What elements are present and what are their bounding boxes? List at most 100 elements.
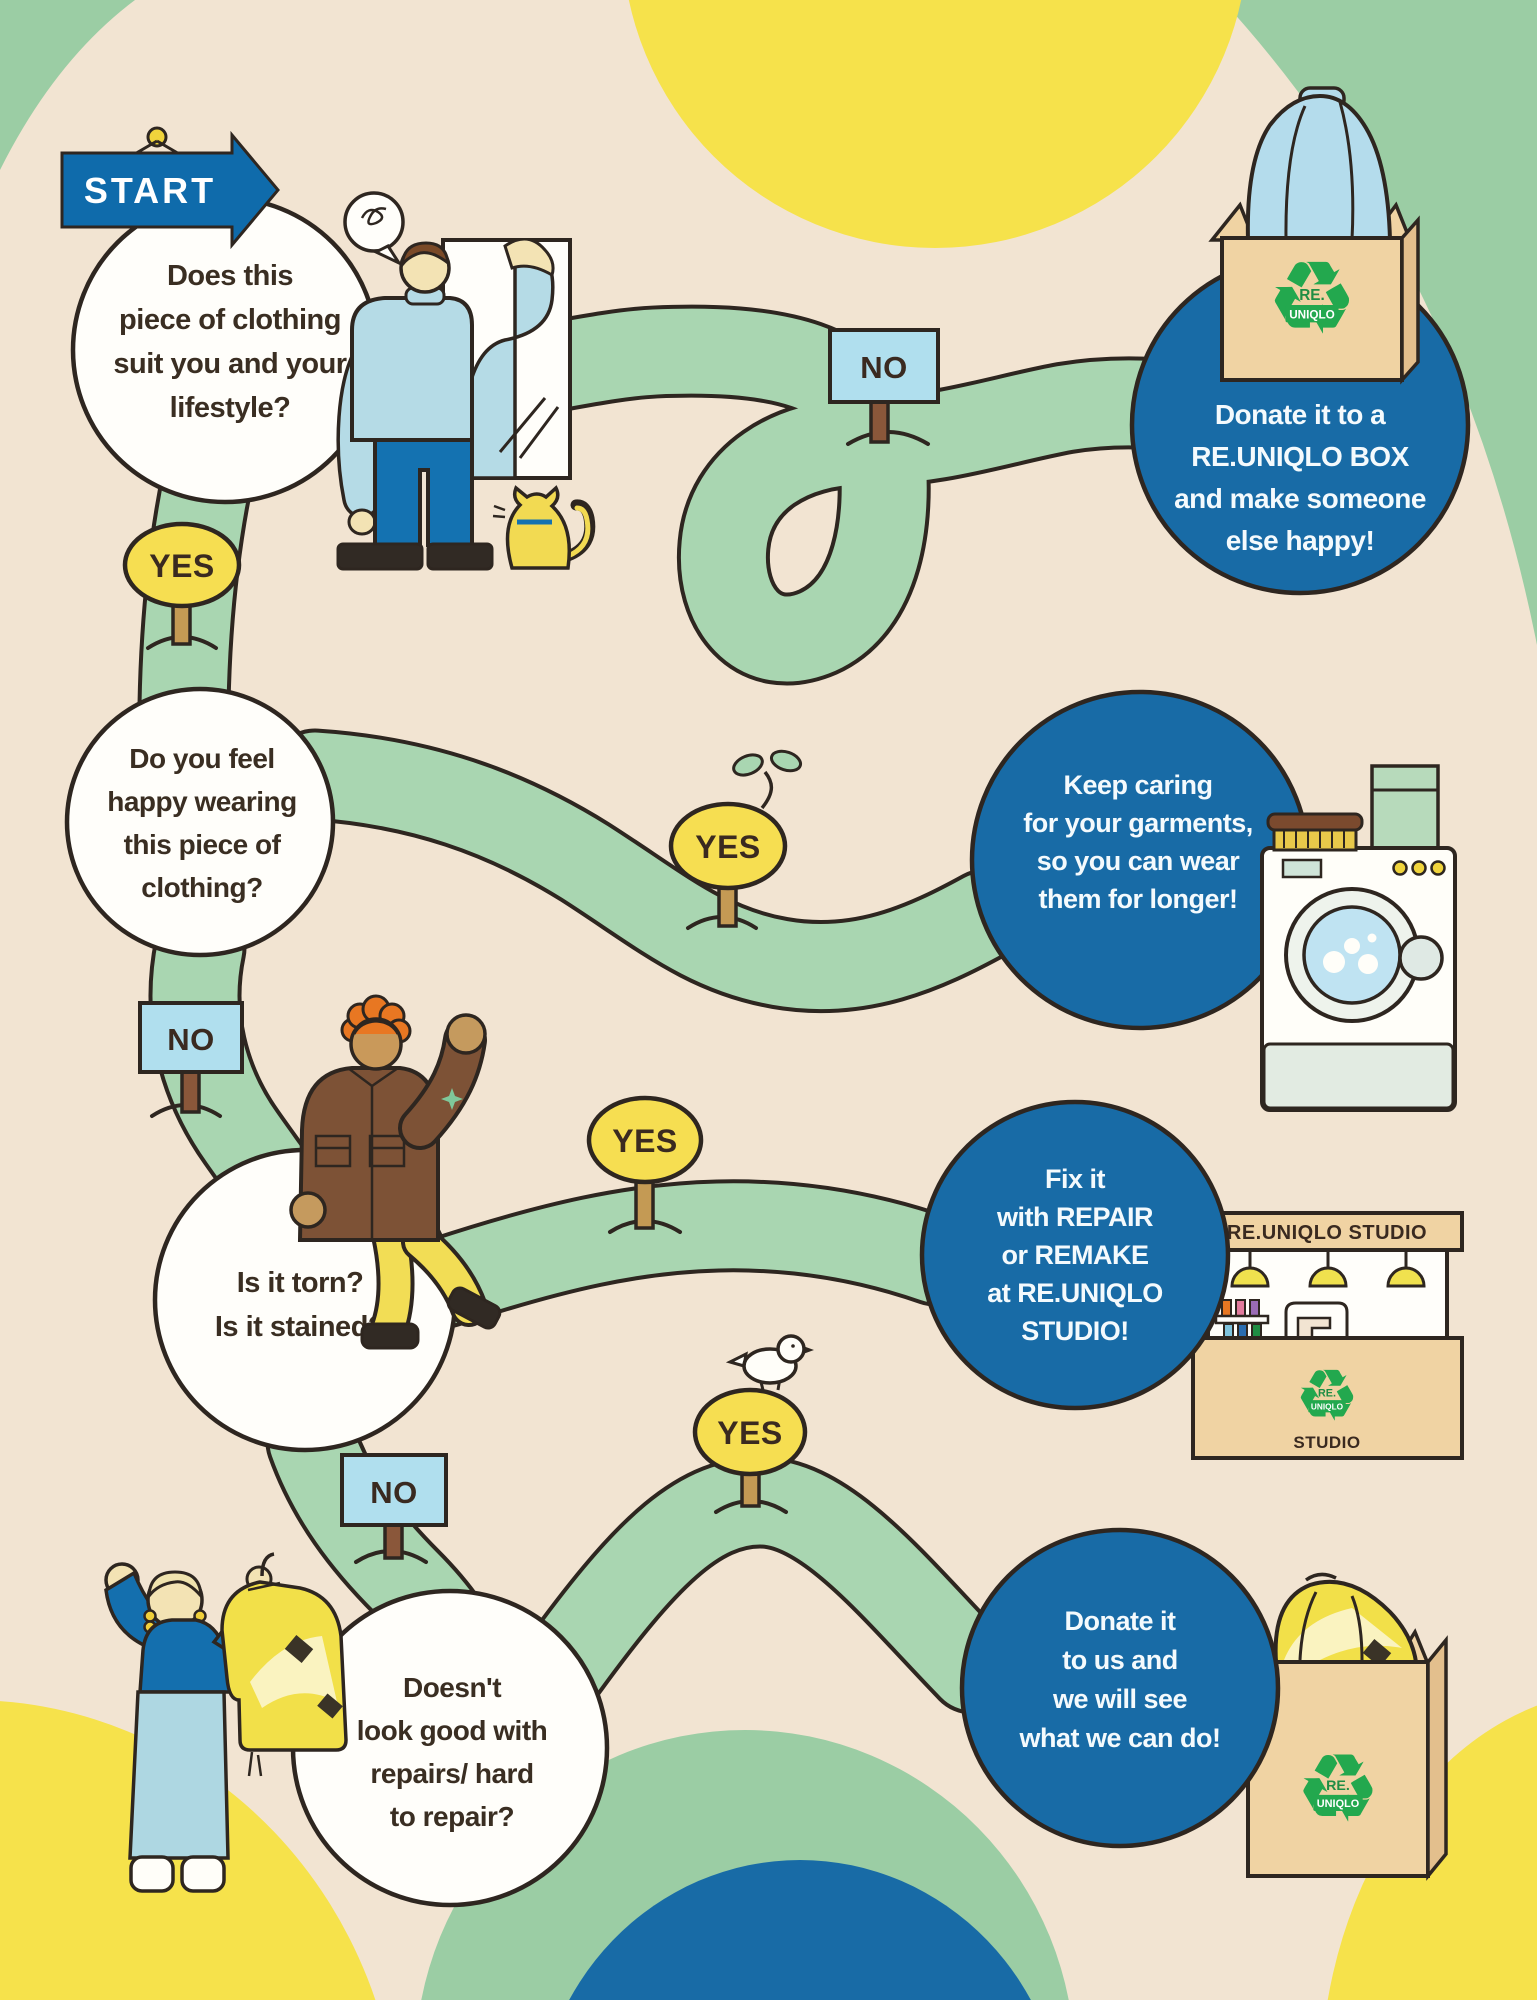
fix-it-line: with REPAIR: [996, 1202, 1153, 1232]
q1-line: lifestyle?: [170, 392, 291, 424]
no-sign-1-label: NO: [860, 350, 908, 385]
person3-hand: [289, 1191, 327, 1229]
no-sign-4: NO: [340, 1453, 448, 1560]
lamp-icon: [1308, 1266, 1348, 1288]
fix-it-line: STUDIO!: [1021, 1316, 1129, 1346]
studio-sign-label: RE.UNIQLO STUDIO: [1227, 1222, 1427, 1244]
mirror-glare: [498, 397, 560, 459]
bag-side: [1426, 1635, 1448, 1881]
washer-base: [1262, 1042, 1455, 1110]
re-uniqlo-studio-stall: RE.UNIQLO STUDIO STUDIO: [1190, 1211, 1464, 1460]
no-sign-4-label: NO: [370, 1475, 418, 1510]
question-2-circle: Do you feel happy wearing this piece of …: [64, 686, 336, 958]
sprout-leaf-icon: [769, 749, 803, 773]
jacket-patch: [284, 1635, 314, 1663]
path-q2-yes: [272, 732, 1028, 1010]
path-q1-no: [202, 292, 1313, 682]
yes-sign-1-label: YES: [149, 548, 215, 584]
start-arrow-icon: [60, 130, 280, 250]
person3-shoe: [446, 1286, 502, 1330]
donate-box-line: and make someone: [1174, 483, 1426, 514]
person1-hand: [347, 508, 377, 536]
donation-bag-top: [1208, 86, 1420, 385]
q3-line: Is it stained?: [215, 1311, 385, 1343]
person1-shoe: [426, 542, 494, 571]
blob-yellow-top: [628, 0, 1242, 248]
person3-mitten: [445, 1013, 487, 1055]
woman-holding-jacket: [104, 1552, 348, 1893]
jacket-patch: [317, 1693, 343, 1719]
yes-sign-3-label: YES: [612, 1123, 678, 1159]
cat: [492, 485, 596, 570]
person1-body: [350, 296, 474, 442]
yes-sign-2-label: YES: [695, 829, 761, 865]
sprout-leaf-icon: [732, 753, 764, 777]
fix-it-line: at RE.UNIQLO: [987, 1278, 1163, 1308]
q3-line: Is it torn?: [237, 1267, 364, 1299]
person1-hair: [400, 241, 450, 271]
yes-sign-2: YES: [668, 749, 803, 928]
donate-us-circle: Donate it to us and we will see what we …: [959, 1527, 1281, 1849]
keep-caring-line: Keep caring: [1063, 770, 1212, 800]
signs: NO YES YES NO YES: [122, 328, 940, 1560]
person-at-mirror: [336, 191, 596, 571]
jacket-pocket: [368, 1134, 406, 1168]
keep-caring-line: for your garments,: [1023, 808, 1253, 838]
donated-garment-yellow: [1273, 1572, 1419, 1667]
keep-caring-line: them for longer!: [1039, 884, 1238, 914]
sprout-stem-icon: [760, 770, 774, 810]
seagull-icon: [725, 1334, 814, 1391]
washer-window: [1302, 905, 1402, 1005]
question-1-circle: Does this piece of clothing suit you and…: [70, 195, 380, 505]
question-4-circle: Doesn't look good with repairs/ hard to …: [290, 1588, 610, 1908]
woman-shoe: [180, 1855, 226, 1893]
donate-us-line: Donate it: [1064, 1606, 1176, 1636]
woman-shoe: [129, 1855, 175, 1893]
q1-line: Does this: [167, 260, 293, 292]
q4-line: look good with: [357, 1715, 548, 1746]
woman-top: [138, 1618, 233, 1694]
start-label: START: [84, 170, 216, 211]
brush-handle-icon: [1266, 812, 1364, 832]
blob-blue-bottom: [569, 1860, 1031, 2000]
q2-line: Do you feel: [129, 743, 274, 774]
yes-sign-3: YES: [586, 1095, 704, 1230]
q4-line: Doesn't: [403, 1672, 501, 1703]
q1-line: suit you and your: [113, 348, 346, 380]
fix-it-line: Fix it: [1045, 1164, 1106, 1194]
q2-line: happy wearing: [107, 786, 297, 817]
person3-fringe: [352, 1019, 400, 1035]
q2-line: this piece of: [124, 829, 282, 860]
no-sign-1: NO: [828, 328, 940, 444]
no-sign-2: NO: [138, 1001, 244, 1114]
lamp-icon: [1386, 1266, 1426, 1288]
suds: [1323, 933, 1378, 974]
scribble-icon: [360, 207, 387, 226]
blob-green-top-right: [1222, 0, 1537, 645]
studio-counter-label: STUDIO: [1293, 1433, 1360, 1452]
q1-line: piece of clothing: [119, 304, 341, 336]
person3-shoe: [360, 1322, 420, 1350]
studio-sign: [1190, 1211, 1464, 1252]
pin-icon: [146, 126, 168, 148]
yes-sign-4: YES: [692, 1334, 814, 1508]
woman-skirt: [128, 1690, 230, 1860]
keep-caring-circle: Keep caring for your garments, so you ca…: [969, 689, 1311, 1031]
yes-sign-4-label: YES: [717, 1415, 783, 1451]
washing-machine: [1260, 764, 1457, 1112]
blob-green-top-left: [0, 0, 135, 170]
hanger-hook-icon: [260, 1552, 275, 1577]
garment-shine: [1284, 1608, 1402, 1660]
flow-paths: [137, 288, 1317, 1715]
sparkle-icon: [441, 1088, 463, 1110]
donated-garment-blue: [1245, 86, 1393, 242]
speech-bubble: [343, 191, 405, 267]
jacket-pocket: [314, 1134, 352, 1168]
donate-box-line: else happy!: [1226, 525, 1375, 556]
lamp-icon: [1230, 1266, 1270, 1288]
bag-side: [1400, 215, 1420, 385]
brush-bristles-icon: [1272, 828, 1358, 852]
q4-line: to repair?: [390, 1801, 514, 1832]
sewing-machine-icon: [1284, 1301, 1349, 1342]
washer-panel: [1281, 858, 1323, 879]
